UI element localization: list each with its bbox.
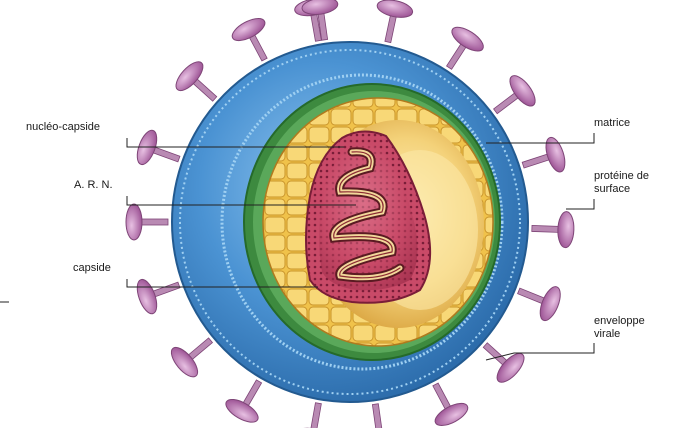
surface-protein-spike-icon (512, 274, 564, 323)
leader-proteine (566, 199, 594, 209)
label-matrice: matrice (594, 117, 630, 130)
surface-protein-spike-icon (133, 268, 185, 316)
surface-protein-spike-icon (518, 135, 569, 182)
label-enveloppe-line1: enveloppe (594, 315, 645, 328)
surface-protein-spike-icon (293, 400, 336, 428)
label-arn: A. R. N. (74, 179, 113, 192)
label-enveloppe-line2: virale (594, 328, 645, 341)
label-proteine-de-surface: protéine de surface (594, 170, 649, 196)
surface-protein-spike-icon (301, 0, 342, 42)
surface-protein-spike-icon (358, 402, 399, 428)
label-proteine-line1: protéine de (594, 170, 649, 183)
surface-protein-spike-icon (531, 210, 574, 247)
label-capside: capside (73, 262, 111, 275)
surface-protein-spike-icon (126, 204, 168, 240)
label-enveloppe-virale: enveloppe virale (594, 315, 645, 341)
surface-protein-spike-icon (370, 0, 414, 46)
label-nucleocapside: nucléo-capside (26, 121, 100, 134)
label-proteine-line2: surface (594, 183, 649, 196)
surface-protein-spike-icon (133, 128, 185, 176)
